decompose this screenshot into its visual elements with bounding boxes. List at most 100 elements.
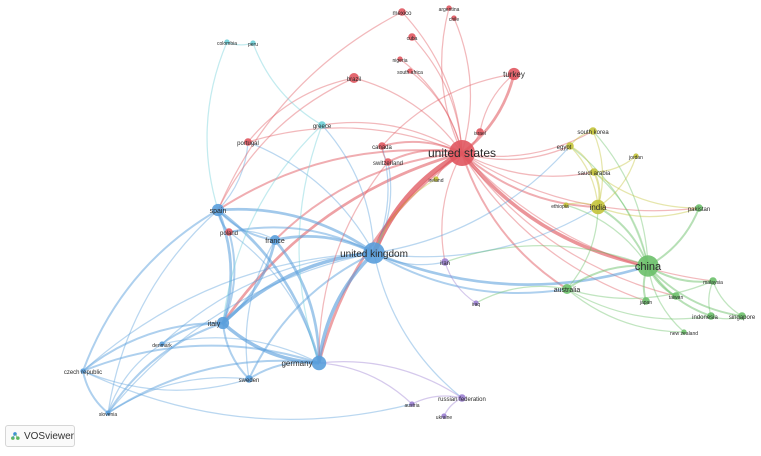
link-russian-federation-austria: [411, 395, 463, 405]
node-peru[interactable]: [250, 40, 256, 46]
node-united-states[interactable]: [449, 140, 475, 166]
link-iran-iraq: [444, 261, 477, 304]
node-indonesia[interactable]: [707, 312, 715, 320]
node-germany[interactable]: [311, 355, 327, 371]
link-italy-germany: [221, 321, 320, 365]
node-label-saudi-arabia: saudi arabia: [578, 171, 611, 177]
vosviewer-badge[interactable]: VOSviewer: [5, 425, 75, 447]
node-singapore[interactable]: [738, 312, 746, 320]
link-ireland-united-kingdom: [373, 178, 437, 254]
node-label-australia: australia: [554, 287, 581, 294]
node-israel[interactable]: [476, 128, 484, 136]
node-label-spain: spain: [210, 208, 227, 215]
link-india-south-korea: [592, 130, 604, 208]
link-united-states-italy: [221, 151, 463, 324]
link-brazil-spain: [217, 77, 355, 211]
node-label-france: france: [265, 238, 285, 245]
node-label-slovenia: slovenia: [99, 412, 118, 418]
node-india[interactable]: [590, 199, 606, 215]
node-denmark[interactable]: [159, 341, 165, 347]
node-iraq[interactable]: [473, 300, 479, 306]
node-czech-republic[interactable]: [80, 368, 86, 374]
node-ukraine[interactable]: [441, 413, 447, 419]
node-taiwan[interactable]: [672, 292, 680, 300]
link-germany-denmark: [161, 337, 320, 364]
link-united-states-france: [274, 152, 463, 241]
node-saudi-arabia[interactable]: [590, 168, 598, 176]
node-australia[interactable]: [562, 284, 572, 294]
node-cuba[interactable]: [408, 33, 416, 41]
node-label-denmark: denmark: [152, 343, 172, 349]
node-label-portugal: portugal: [237, 141, 259, 147]
node-greece[interactable]: [318, 121, 326, 129]
link-greece-italy: [222, 124, 323, 324]
link-united-states-mexico: [401, 11, 463, 154]
node-label-sweden: sweden: [239, 378, 260, 384]
node-south-africa[interactable]: [407, 68, 413, 74]
node-label-iran: iran: [440, 261, 450, 267]
link-united-kingdom-france: [274, 235, 375, 255]
node-mexico[interactable]: [398, 8, 406, 16]
node-colombia[interactable]: [224, 39, 230, 45]
link-argentina-united-states: [441, 7, 463, 154]
link-sweden-slovenia: [107, 376, 250, 414]
node-argentina[interactable]: [446, 5, 452, 11]
node-malaysia[interactable]: [709, 277, 717, 285]
node-united-kingdom[interactable]: [363, 242, 385, 264]
node-nigeria[interactable]: [397, 56, 403, 62]
node-new-zealand[interactable]: [681, 329, 687, 335]
node-label-cuba: cuba: [407, 36, 418, 42]
link-germany-czech-republic: [82, 344, 320, 372]
node-portugal[interactable]: [244, 138, 252, 146]
node-label-chile: chile: [449, 17, 460, 23]
link-united-kingdom-poland: [228, 226, 375, 254]
node-canada[interactable]: [378, 142, 386, 150]
node-label-peru: peru: [248, 42, 258, 48]
node-pakistan[interactable]: [695, 204, 703, 212]
node-slovenia[interactable]: [105, 410, 111, 416]
link-china-ethiopia: [565, 204, 649, 267]
node-austria[interactable]: [409, 401, 415, 407]
link-united-kingdom-australia: [373, 252, 568, 294]
link-turkey-canada: [381, 73, 515, 147]
node-ireland[interactable]: [433, 176, 439, 182]
link-czech-republic-sweden: [82, 370, 250, 391]
link-spain-czech-republic: [82, 209, 219, 372]
node-ethiopia[interactable]: [563, 202, 569, 208]
link-italy-denmark: [161, 321, 224, 345]
link-czech-republic-austria: [82, 370, 413, 421]
node-turkey[interactable]: [507, 67, 521, 81]
node-egypt[interactable]: [566, 142, 574, 150]
node-label-israel: israel: [474, 131, 486, 137]
link-malaysia-singapore: [712, 280, 743, 317]
node-switzerland[interactable]: [384, 158, 392, 166]
node-japan[interactable]: [642, 297, 650, 305]
node-poland[interactable]: [225, 228, 233, 236]
node-south-korea[interactable]: [589, 127, 597, 135]
node-jordan[interactable]: [633, 153, 639, 159]
node-label-indonesia: indonesia: [692, 315, 718, 321]
link-germany-spain: [217, 208, 321, 364]
node-label-south-africa: south africa: [397, 70, 423, 76]
node-label-brazil: brazil: [347, 77, 361, 83]
link-spain-france: [217, 209, 276, 241]
node-italy[interactable]: [216, 316, 230, 330]
node-brazil[interactable]: [349, 73, 359, 83]
node-label-united-kingdom: united kingdom: [340, 249, 408, 260]
node-chile[interactable]: [451, 15, 457, 21]
link-united-kingdom-canada: [373, 145, 389, 254]
link-turkey-israel: [479, 73, 515, 133]
node-layer: [80, 5, 746, 419]
node-sweden[interactable]: [245, 375, 253, 383]
link-united-states-australia: [461, 152, 568, 290]
node-iran[interactable]: [441, 258, 449, 266]
node-russian-federation[interactable]: [458, 394, 466, 402]
node-france[interactable]: [270, 235, 280, 245]
node-label-egypt: egypt: [557, 145, 572, 151]
link-germany-slovenia: [107, 359, 320, 414]
node-label-mexico: mexico: [392, 11, 412, 17]
node-china[interactable]: [637, 255, 659, 277]
node-spain[interactable]: [211, 203, 225, 217]
